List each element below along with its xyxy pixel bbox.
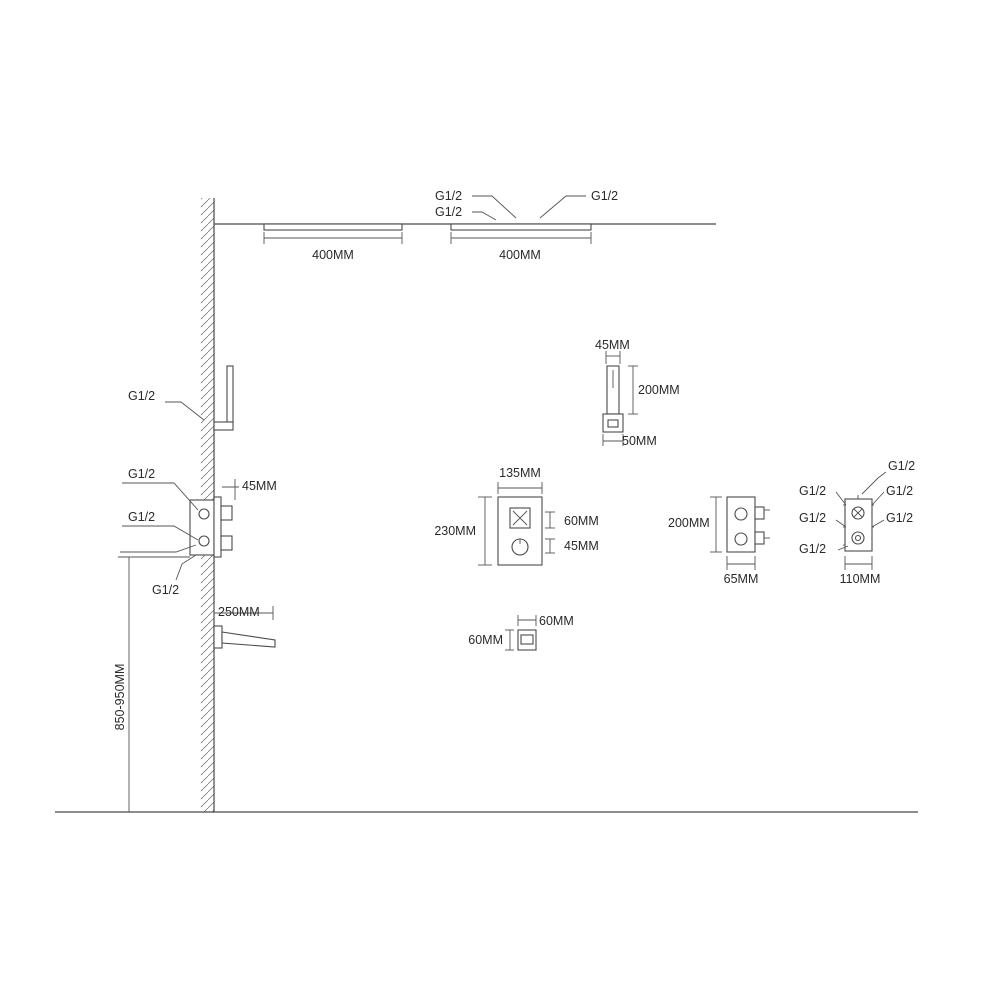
valve-g12-label-top: G1/2	[888, 459, 915, 473]
hand-shower-width-label: 45MM	[595, 338, 630, 352]
wall-outlet-dimensions: 60MM 60MM	[468, 614, 574, 651]
valve-g12-label-bottom: G1/2	[799, 542, 826, 556]
valve-width-label: 110MM	[840, 572, 881, 586]
wall-mixer-callouts: G1/2 G1/2 G1/2	[120, 467, 199, 597]
install-height-dimension: 850-950MM	[113, 556, 190, 812]
shower-head-1	[263, 223, 403, 231]
ceiling-g12-label-3: G1/2	[591, 189, 618, 203]
spout-length-dimension: 250MM	[213, 605, 274, 620]
valve-front-dimension: 110MM	[840, 556, 881, 586]
valve-front-callouts: G1/2 G1/2 G1/2 G1/2 G1/2 G1/2	[799, 459, 915, 556]
shower-head-2-dimension: 400MM	[450, 232, 592, 262]
valve-depth-label: 65MM	[724, 572, 759, 586]
valve-side-view	[726, 496, 770, 553]
shower-head-2	[450, 223, 592, 231]
install-height-label: 850-950MM	[113, 664, 127, 731]
hand-shower-holder-label: 50MM	[622, 434, 657, 448]
valve-side-dimensions: 200MM 65MM	[668, 496, 759, 586]
thermostat-panel	[497, 496, 543, 566]
valve-g12-label-left-1: G1/2	[799, 484, 826, 498]
outlet-height-label: 60MM	[468, 633, 503, 647]
valve-front-view	[843, 495, 874, 552]
valve-height-label: 200MM	[668, 516, 710, 530]
wall-hand-shower	[213, 365, 234, 431]
handle-projection-dimension: 45MM	[222, 479, 277, 500]
wall-mixer-g12-label-1: G1/2	[128, 467, 155, 481]
shower-head-2-width-label: 400MM	[499, 248, 541, 262]
wall-mixer-g12-label-2: G1/2	[128, 510, 155, 524]
valve-g12-label-left-2: G1/2	[799, 511, 826, 525]
valve-g12-label-right-2: G1/2	[886, 511, 913, 525]
shower-head-1-dimension: 400MM	[263, 232, 403, 262]
hand-shower-length-label: 200MM	[638, 383, 680, 397]
spout-length-label: 250MM	[218, 605, 260, 619]
wall-mixer-g12-label-3: G1/2	[152, 583, 179, 597]
handle-projection-label: 45MM	[242, 479, 277, 493]
wall-mixer-body	[189, 496, 233, 558]
shower-head-1-width-label: 400MM	[312, 248, 354, 262]
thermostat-panel-dimensions: 135MM 230MM 60MM 45MM	[434, 466, 599, 566]
panel-height-label: 230MM	[434, 524, 476, 538]
wall-hand-shower-callout: G1/2	[128, 389, 205, 421]
hand-shower-detail	[602, 365, 624, 433]
wall-hand-shower-g12-label: G1/2	[128, 389, 155, 403]
hand-shower-dimensions: 45MM 200MM 50MM	[595, 338, 680, 448]
wall-outlet-detail	[517, 629, 537, 651]
panel-width-label: 135MM	[499, 466, 541, 480]
panel-knob-2-label: 45MM	[564, 539, 599, 553]
tub-spout	[213, 625, 276, 649]
valve-g12-label-right-1: G1/2	[886, 484, 913, 498]
ceiling-g12-label-2: G1/2	[435, 205, 462, 219]
ceiling-g12-label-1: G1/2	[435, 189, 462, 203]
panel-knob-1-label: 60MM	[564, 514, 599, 528]
outlet-width-label: 60MM	[539, 614, 574, 628]
ceiling-g12-callouts: G1/2 G1/2 G1/2	[435, 189, 618, 221]
